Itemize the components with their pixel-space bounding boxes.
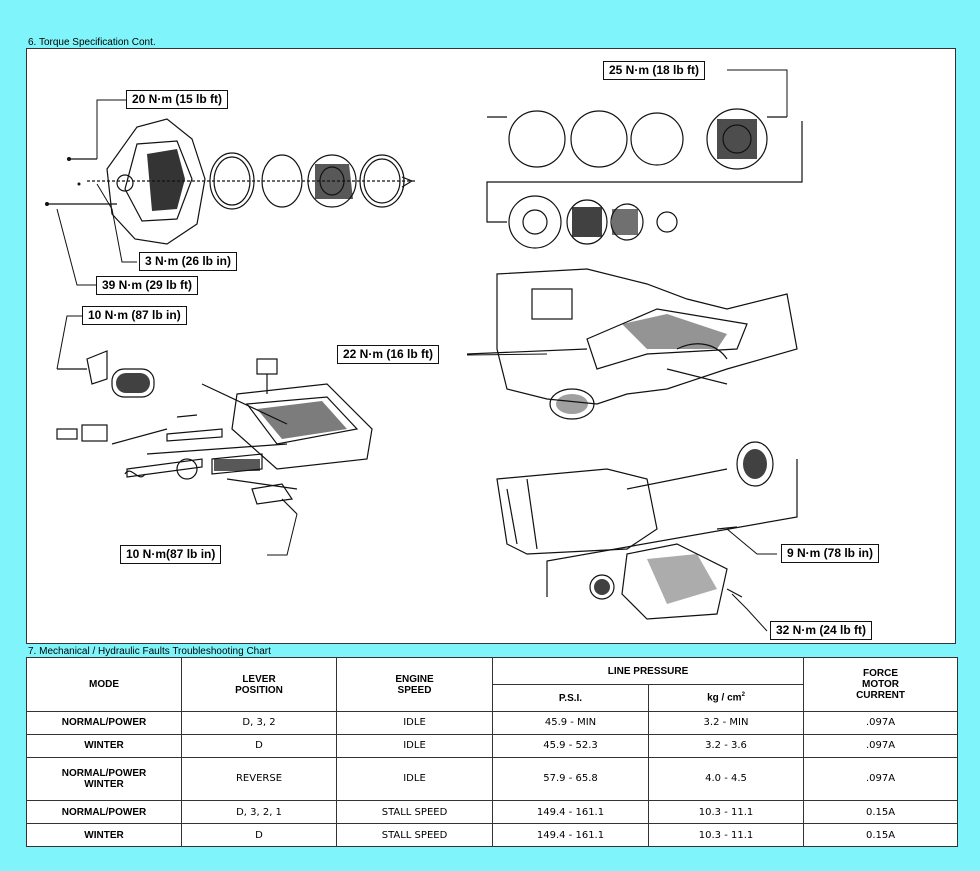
cell-current: .097A — [803, 711, 959, 735]
header-kgcm: kg / cm2 — [647, 684, 805, 712]
torque-diagram: 20 N·m (15 lb ft) 3 N·m (26 lb in) 39 N·… — [26, 48, 956, 644]
cell-psi: 45.9 - MIN — [492, 711, 649, 735]
cell-engine: IDLE — [336, 756, 493, 802]
cell-psi: 45.9 - 52.3 — [492, 733, 649, 758]
cell-engine: STALL SPEED — [336, 823, 493, 847]
cell-kg: 10.3 - 11.1 — [647, 800, 805, 825]
cell-engine: IDLE — [336, 711, 493, 735]
cell-engine: IDLE — [336, 733, 493, 758]
cell-psi: 149.4 - 161.1 — [492, 800, 649, 825]
table-row: NORMAL/POWER D, 3, 2 IDLE 45.9 - MIN 3.2… — [26, 711, 959, 735]
cell-current: .097A — [803, 756, 959, 802]
table-row: NORMAL/POWER D, 3, 2, 1 STALL SPEED 149.… — [26, 800, 959, 825]
cell-current: 0.15A — [803, 823, 959, 847]
cell-lever: D, 3, 2 — [181, 711, 337, 735]
table-row: WINTER D STALL SPEED 149.4 - 161.1 10.3 … — [26, 823, 959, 847]
exploded-view-drawings — [45, 69, 803, 632]
callout-32nm: 32 N·m (24 lb ft) — [770, 621, 873, 640]
callout-25nm: 25 N·m (18 lb ft) — [603, 61, 706, 80]
header-line-pressure: LINE PRESSURE — [491, 657, 805, 685]
callout-39nm: 39 N·m (29 lb ft) — [96, 276, 199, 295]
cell-lever: REVERSE — [181, 756, 337, 802]
cell-current: 0.15A — [803, 800, 959, 825]
cell-mode: WINTER — [26, 823, 182, 847]
cell-kg: 4.0 - 4.5 — [647, 756, 805, 802]
cell-kg: 3.2 - 3.6 — [647, 733, 805, 758]
callout-10nm-top: 10 N·m (87 lb in) — [82, 306, 187, 325]
transmission-drawing — [496, 441, 798, 620]
callout-9nm: 9 N·m (78 lb in) — [781, 544, 880, 563]
cell-kg: 10.3 - 11.1 — [647, 823, 805, 847]
cell-mode: WINTER — [26, 733, 182, 758]
valve-body-drawing — [56, 350, 373, 515]
cell-engine: STALL SPEED — [336, 800, 493, 825]
faults-section-title: 7. Mechanical / Hydraulic Faults Trouble… — [28, 646, 271, 657]
cell-lever: D — [181, 733, 337, 758]
callout-10nm-bottom: 10 N·m(87 lb in) — [120, 545, 222, 564]
linkage-drawing — [466, 268, 798, 420]
cell-psi: 57.9 - 65.8 — [492, 756, 649, 802]
cell-kg: 3.2 - MIN — [647, 711, 805, 735]
pump-assembly-drawing — [47, 118, 417, 245]
callout-22nm: 22 N·m (16 lb ft) — [337, 345, 440, 364]
cell-mode: NORMAL/POWER — [26, 800, 182, 825]
callout-20nm: 20 N·m (15 lb ft) — [126, 90, 229, 109]
header-mode: MODE — [26, 657, 182, 712]
cell-mode: NORMAL/POWER — [26, 711, 182, 735]
table-row: WINTER D IDLE 45.9 - 52.3 3.2 - 3.6 .097… — [26, 733, 959, 758]
cell-lever: D, 3, 2, 1 — [181, 800, 337, 825]
torque-section-title: 6. Torque Specification Cont. — [28, 37, 156, 48]
callout-3nm: 3 N·m (26 lb in) — [139, 252, 238, 271]
header-psi: P.S.I. — [492, 684, 649, 712]
cell-current: .097A — [803, 733, 959, 758]
cell-lever: D — [181, 823, 337, 847]
cell-psi: 149.4 - 161.1 — [492, 823, 649, 847]
